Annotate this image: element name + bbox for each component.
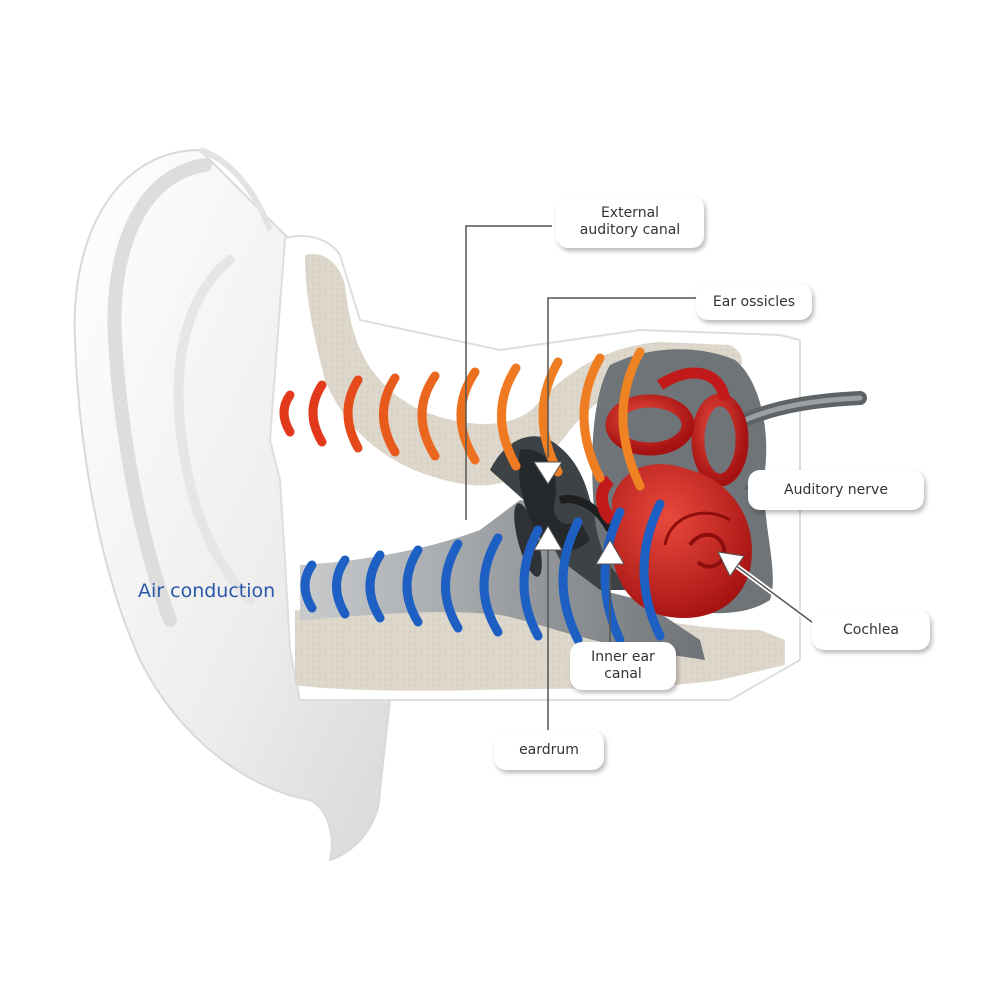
callout-ossicles-text: Ear ossicles — [712, 293, 796, 310]
canal-sound-waves — [300, 499, 665, 645]
arrow-eardrum-icon — [533, 525, 563, 551]
air-conduction-label: Air conduction — [138, 580, 276, 602]
callout-external-line2: auditory canal — [579, 222, 681, 238]
callout-eardrum: eardrum — [494, 730, 604, 770]
callout-inner-line1: Inner ear — [591, 649, 655, 665]
callout-ear-ossicles: Ear ossicles — [696, 284, 812, 320]
callout-external-line1: External — [600, 205, 660, 221]
callout-nerve-text: Auditory nerve — [784, 481, 888, 498]
callout-inner-ear-canal: Inner ear canal — [570, 642, 676, 690]
arrow-cochlea-icon — [717, 551, 745, 577]
arrow-inner-canal-icon — [595, 539, 625, 565]
callout-eardrum-text: eardrum — [519, 741, 579, 758]
callout-auditory-nerve: Auditory nerve — [748, 470, 924, 510]
callout-external-auditory-canal: External auditory canal — [556, 196, 704, 248]
upper-sound-waves — [279, 347, 645, 491]
callout-cochlea: Cochlea — [812, 610, 930, 650]
arrows — [533, 461, 745, 577]
arrow-ossicles-icon — [533, 461, 563, 485]
upper-bone-layer — [305, 254, 742, 486]
ear-canal — [300, 500, 705, 660]
leader-lines — [465, 225, 822, 742]
leader-ear-ossicles — [547, 297, 700, 458]
callout-cochlea-text: Cochlea — [843, 621, 899, 638]
callout-inner-line2: canal — [604, 666, 642, 682]
leader-external-canal — [465, 225, 552, 520]
